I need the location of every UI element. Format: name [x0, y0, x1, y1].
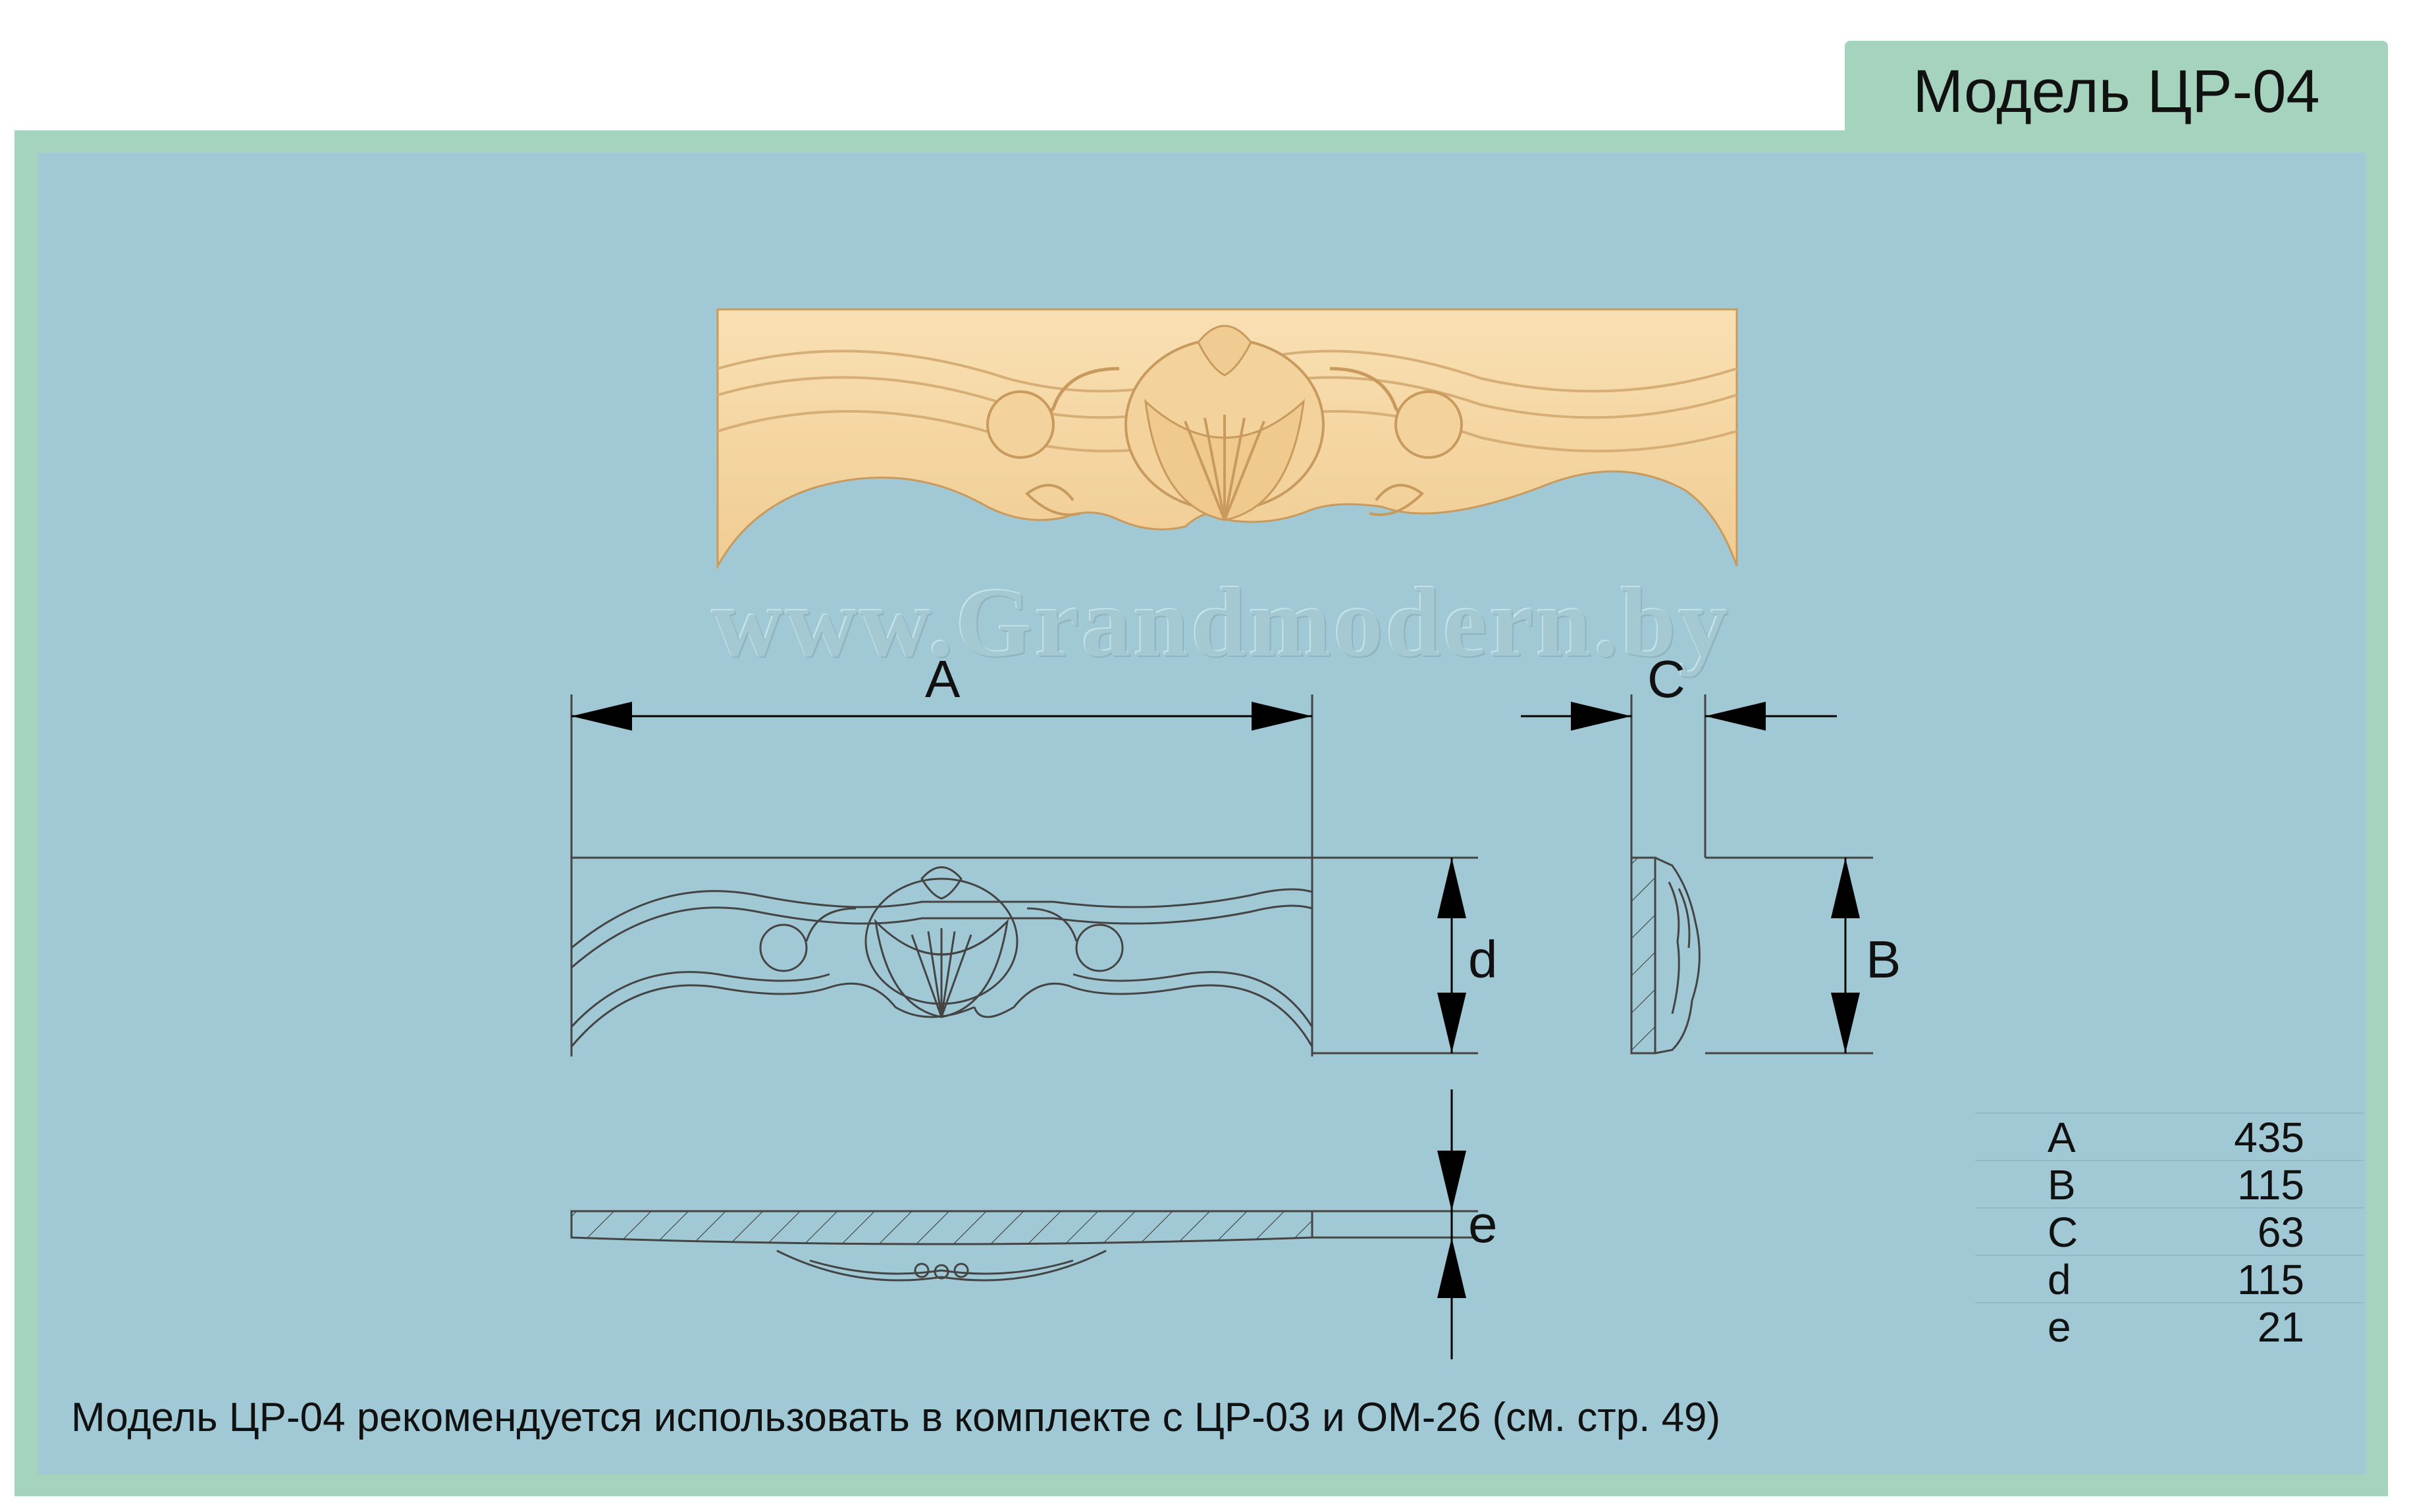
spec-value: 435 [2234, 1114, 2304, 1161]
spec-table: A 435 B 115 C 63 d 115 e 21 [1975, 1112, 2364, 1356]
title-tab [1845, 41, 2388, 140]
spec-value: 115 [2236, 1161, 2304, 1209]
spec-param: d [2048, 1256, 2071, 1303]
spec-param: e [2048, 1303, 2071, 1351]
spec-param: A [2048, 1114, 2076, 1161]
dim-label-d: d [1468, 930, 1498, 989]
watermark: www.Grandmodern.by [712, 568, 1731, 677]
bottom-view [570, 1210, 1478, 1282]
dim-label-a: A [925, 650, 961, 708]
front-view [570, 694, 1478, 1056]
dim-label-e: e [1468, 1195, 1498, 1253]
product-photo [716, 308, 1738, 570]
spec-row: A 435 [1975, 1112, 2364, 1161]
dim-label-c: C [1647, 650, 1685, 708]
dimension-arrows [571, 702, 1860, 1359]
spec-param: C [2048, 1209, 2078, 1256]
page-title: Модель ЦР-04 [1913, 58, 2320, 125]
footnote: Модель ЦР-04 рекомендуется использовать … [71, 1395, 1721, 1440]
side-view [1630, 694, 1873, 1055]
spec-row: C 63 [1975, 1207, 2364, 1256]
spec-value: 63 [2257, 1209, 2304, 1256]
dim-label-b: B [1866, 930, 1901, 989]
spec-value: 21 [2257, 1303, 2304, 1351]
spec-row: e 21 [1975, 1302, 2364, 1351]
spec-param: B [2048, 1161, 2076, 1209]
spec-value: 115 [2236, 1256, 2304, 1303]
spec-row: B 115 [1975, 1160, 2364, 1209]
spec-row: d 115 [1975, 1255, 2364, 1303]
